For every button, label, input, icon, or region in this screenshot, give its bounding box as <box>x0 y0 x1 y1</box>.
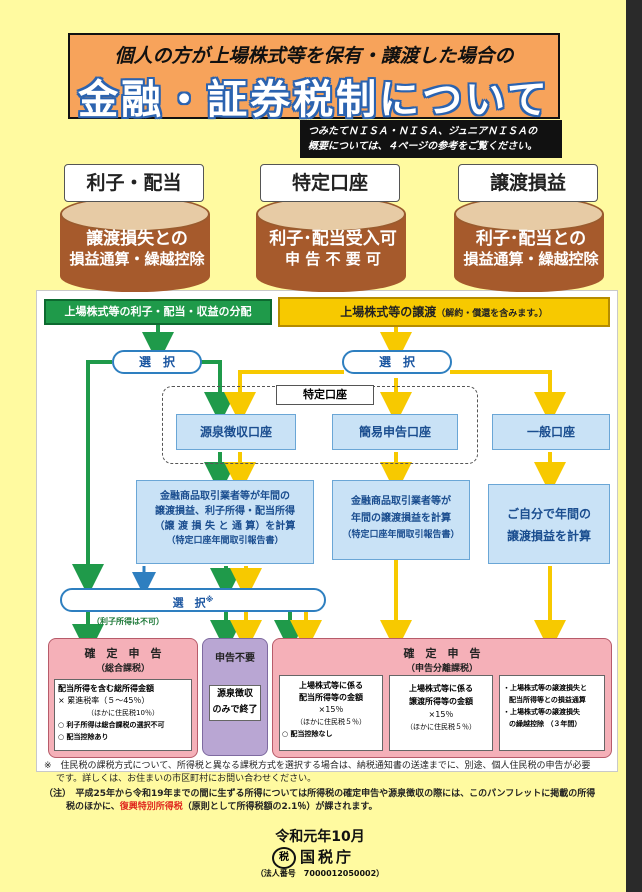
calc-box-line: （譲 渡 損 失 と 通 算）を計算 <box>154 521 296 532</box>
footnote-line: ※ 住民税の課税方式について、所得税と異なる課税方式を選択する場合は、納税通知書… <box>44 761 591 771</box>
no-declaration-box: 申告不要 源泉徴収 のみで終了 <box>202 638 268 756</box>
nisa-note-line2: 概要については、４ページの参考をご覧ください。 <box>308 141 538 152</box>
header-interest-dividend: 上場株式等の利子・配当・収益の分配 <box>44 299 272 325</box>
loss-offset-detail: ・上場株式等の譲渡損失と 配当所得等との損益通算 ・上場株式等の譲渡損失 の繰越… <box>499 675 605 751</box>
footnote-line: 税のほかに、 <box>66 802 120 812</box>
detail-line: （ほかに住民税10％） <box>87 709 159 717</box>
select-asterisk: ※ <box>205 595 214 604</box>
nisa-note: つみたてＮＩＳＡ・ＮＩＳＡ、ジュニアＮＩＳＡの 概要については、４ページの参考を… <box>300 120 562 158</box>
detail-line: のみで終了 <box>212 705 258 715</box>
stump-label: 譲渡損益 <box>458 164 598 202</box>
stump-specific-account: 特定口座 利子･配当受入可 申 告 不 要 可 <box>254 162 412 296</box>
transfer-detail: 上場株式等に係る 譲渡所得等の金額 ×15％ （ほかに住民税５％） <box>389 675 493 751</box>
footnote-resident-tax: ※ 住民税の課税方式について、所得税と異なる課税方式を選択する場合は、納税通知書… <box>44 760 616 786</box>
footnote-line: （注） 平成25年から令和19年までの間に生ずる所得については所得税の確定申告や… <box>44 789 596 799</box>
dividend-detail: 上場株式等に係る 配当所得等の金額 ×15％ （ほかに住民税５％） ○ 配当控除… <box>279 675 383 751</box>
flow-arrows <box>72 325 566 656</box>
box-title: 確 定 申 告 <box>403 647 481 660</box>
specific-account-label: 特定口座 <box>276 385 374 405</box>
select-text: 選 択 <box>172 596 206 610</box>
nta-logo-icon: 税 <box>272 847 296 869</box>
detail-line: の繰越控除 <box>509 720 544 728</box>
calc-box-simple: 金融商品取引業者等が 年間の譲渡損益を計算 （特定口座年間取引報告書） <box>332 480 470 560</box>
withholding-account-box: 源泉徴収口座 <box>176 414 296 450</box>
stump-label: 利子・配当 <box>64 164 204 202</box>
stump-text1: 利子･配当受入可 <box>269 229 397 249</box>
detail-line: 源泉徴収 <box>216 689 253 699</box>
detail-line: （ほかに住民税５％） <box>406 723 476 731</box>
nisa-note-line1: つみたてＮＩＳＡ・ＮＩＳＡ、ジュニアＮＩＳＡの <box>308 126 538 137</box>
stump-text1: 利子･配当との <box>475 229 587 249</box>
detail-line: ×15％ <box>318 705 344 714</box>
box-subtitle: （総合課税） <box>95 664 150 674</box>
title-banner: 個人の方が上場株式等を保有・譲渡した場合の 金融・証券税制について <box>68 33 560 123</box>
select-pill-right: 選 択 <box>342 350 452 374</box>
stump-label: 特定口座 <box>260 164 400 202</box>
detail-line: 配当控除なし <box>290 730 333 738</box>
detail-line: 上場株式等に係る <box>409 684 473 693</box>
footnote-line: （原則として所得税額の2.1％）が課されます。 <box>182 802 378 812</box>
reconstruction-tax-highlight: 復興特別所得税 <box>119 802 183 812</box>
detail-line: ×15％ <box>428 710 454 719</box>
stump-transfer-gains: 譲渡損益 利子･配当との 損益通算・繰越控除 <box>452 162 610 296</box>
stump-interest-dividend: 利子・配当 譲渡損失との 損益通算・繰越控除 <box>58 162 216 296</box>
simple-declaration-account-box: 簡易申告口座 <box>332 414 458 450</box>
detail-line: 配当所得等の金額 <box>299 693 363 702</box>
detail-line: 配当控除あり <box>66 733 109 741</box>
interest-not-allowed: （利子所得は不可） <box>92 617 164 626</box>
detail-line: 譲渡所得等の金額 <box>409 697 473 706</box>
stump-text2: 損益通算・繰越控除 <box>69 250 205 268</box>
calc-box-line: 譲渡損益、利子所得・配当所得 <box>155 506 295 517</box>
comprehensive-taxation-box: 確 定 申 告 （総合課税） 配当所得を含む総所得金額 × 累進税率（５～45％… <box>48 638 198 758</box>
detail-line: × 累進税率（５～45％） <box>58 696 150 705</box>
separate-taxation-box: 確 定 申 告 （申告分離課税） 上場株式等に係る 配当所得等の金額 ×15％ … <box>272 638 612 758</box>
calc-box-line: 金融商品取引業者等が年間の <box>160 491 290 502</box>
detail-line: （ほかに住民税５％） <box>296 718 366 726</box>
stump-text2: 損益通算・繰越控除 <box>463 250 599 268</box>
comprehensive-detail: 配当所得を含む総所得金額 × 累進税率（５～45％） （ほかに住民税10％） ○… <box>54 679 192 751</box>
agency-logo-line: 税 国税庁 <box>258 846 382 869</box>
calc-box-line: 年間の譲渡損益を計算 <box>351 513 451 524</box>
detail-line: 配当所得等との損益通算 <box>509 696 586 704</box>
calc-box-withholding: 金融商品取引業者等が年間の 譲渡損益、利子所得・配当所得 （譲 渡 損 失 と … <box>136 480 314 564</box>
general-account-box: 一般口座 <box>492 414 610 450</box>
page-title: 金融・証券税制について <box>78 77 550 123</box>
footnote-line: です。詳しくは、お住まいの市区町村にお問い合わせください。 <box>56 774 317 784</box>
calc-box-line: 金融商品取引業者等が <box>351 496 451 507</box>
box-title: 確 定 申 告 <box>84 647 162 660</box>
calc-box-general: ご自分で年間の 譲渡損益を計算 <box>488 484 610 564</box>
corporate-number: （法人番号 7000012050002） <box>255 869 385 878</box>
calc-box-line: （特定口座年間取引報告書） <box>342 530 460 540</box>
detail-line: ・上場株式等の譲渡損失 <box>503 708 580 716</box>
stump-text1: 譲渡損失との <box>86 229 188 249</box>
calc-box-line: ご自分で年間の <box>506 507 591 521</box>
stump-text2: 申 告 不 要 可 <box>285 250 381 268</box>
no-declaration-detail: 源泉徴収 のみで終了 <box>209 685 261 721</box>
calc-box-line: （特定口座年間取引報告書） <box>166 536 284 546</box>
page-subtitle: 個人の方が上場株式等を保有・譲渡した場合の <box>114 45 514 67</box>
calc-box-line: 譲渡損益を計算 <box>506 529 591 543</box>
detail-line: ・上場株式等の譲渡損失と <box>503 684 587 692</box>
agency-name: 国税庁 <box>300 848 355 866</box>
box-title: 申告不要 <box>215 653 255 664</box>
detail-line: 上場株式等に係る <box>299 681 363 690</box>
header-transfer-text: 上場株式等の譲渡 <box>340 305 437 319</box>
detail-line: 配当所得を含む総所得金額 <box>58 684 154 693</box>
header-transfer: 上場株式等の譲渡（解約・償還を含みます。） <box>278 297 610 327</box>
select-pill-taxation: 選 択※ <box>60 588 326 612</box>
issue-date: 令和元年10月 <box>275 829 365 845</box>
box-subtitle: （申告分離課税） <box>405 664 478 674</box>
detail-line: （３年間） <box>546 720 582 728</box>
page: 個人の方が上場株式等を保有・譲渡した場合の 金融・証券税制について つみたてＮＩ… <box>0 0 626 892</box>
detail-line: 利子所得は総合課税の選択不可 <box>66 721 165 729</box>
stump-top <box>60 196 210 232</box>
footnote-reconstruction-tax: （注） 平成25年から令和19年までの間に生ずる所得については所得税の確定申告や… <box>44 788 616 814</box>
select-pill-left: 選 択 <box>112 350 202 374</box>
header-transfer-small: （解約・償還を含みます。） <box>436 309 548 319</box>
